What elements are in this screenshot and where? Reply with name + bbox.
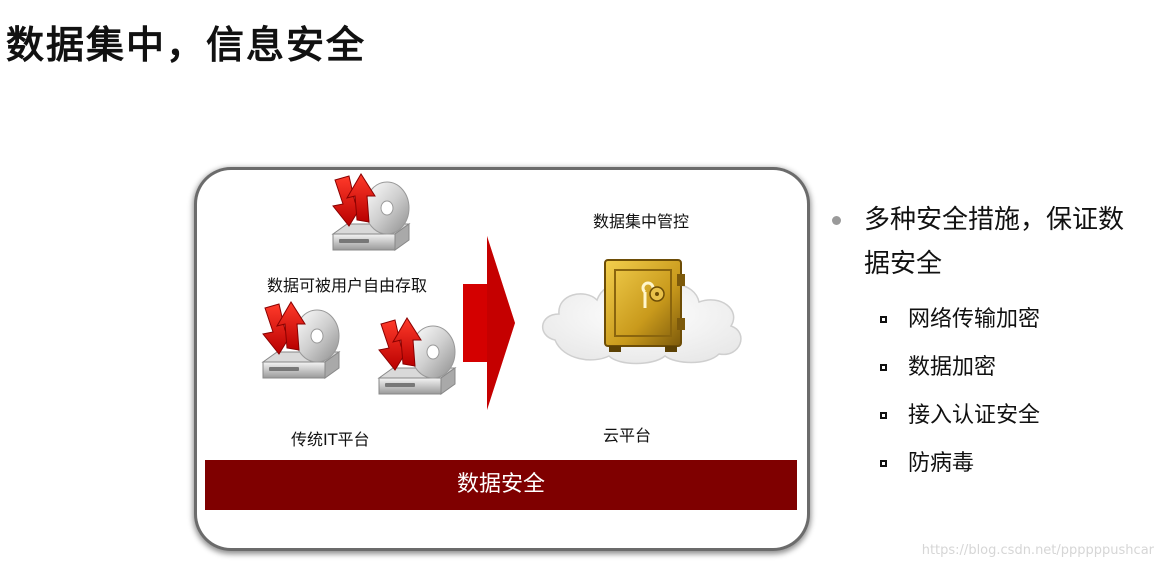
slide-title: 数据集中，信息安全	[6, 23, 367, 67]
list-item: 防病毒	[828, 440, 1148, 488]
list-item: 接入认证安全	[828, 392, 1148, 440]
list-item-text: 数据加密	[908, 355, 997, 380]
watermark: https://blog.csdn.net/ppppppushcar	[921, 543, 1154, 558]
list-item: 网络传输加密	[828, 296, 1148, 344]
diagram-frame: 数据可被用户自由存取 传统IT平台 数据集中管控 云平台 数据安全	[197, 170, 807, 548]
disk-drive-icon	[378, 317, 456, 395]
square-bullet-icon	[880, 316, 887, 323]
main-bullet-text: 多种安全措施，保证数据安全	[864, 205, 1125, 279]
left-caption-bottom: 传统IT平台	[291, 430, 370, 449]
square-bullet-icon	[880, 460, 887, 467]
square-bullet-icon	[880, 412, 887, 419]
disk-drive-icon	[262, 301, 340, 379]
sub-bullet-list: 网络传输加密 数据加密 接入认证安全 防病毒	[828, 296, 1148, 488]
bullet-dot-icon	[832, 216, 841, 225]
right-caption-top: 数据集中管控	[593, 212, 690, 231]
left-caption-top: 数据可被用户自由存取	[267, 276, 428, 295]
list-item-text: 网络传输加密	[908, 307, 1041, 332]
list-item-text: 接入认证安全	[908, 403, 1041, 428]
disk-drive-icon	[332, 173, 410, 251]
right-arrow-icon	[463, 236, 515, 410]
right-caption-bottom: 云平台	[603, 426, 652, 445]
bullet-list: 多种安全措施，保证数据安全 网络传输加密 数据加密 接入认证安全 防病毒	[828, 198, 1148, 488]
list-item: 数据加密	[828, 344, 1148, 392]
main-bullet: 多种安全措施，保证数据安全	[828, 198, 1148, 286]
safe-icon	[604, 259, 685, 352]
data-security-band: 数据安全	[205, 460, 797, 510]
square-bullet-icon	[880, 364, 887, 371]
list-item-text: 防病毒	[908, 451, 975, 476]
